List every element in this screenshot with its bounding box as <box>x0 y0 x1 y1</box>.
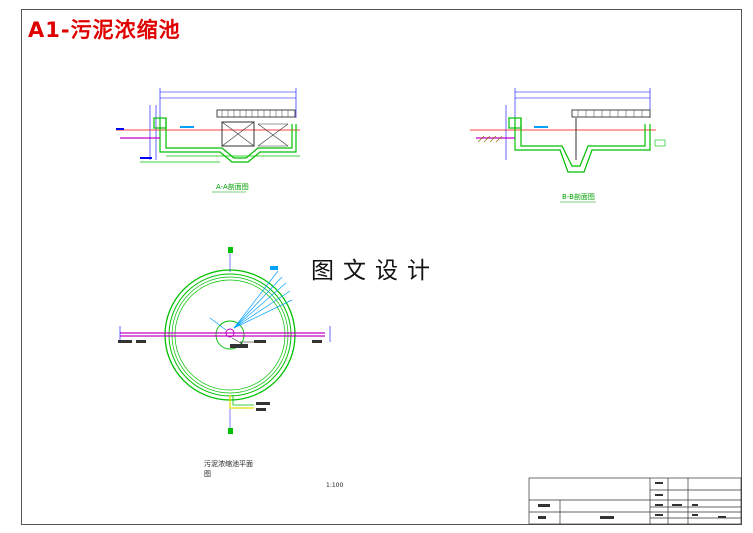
plan-view-drawing: 污泥浓缩池平面 图 1:100 <box>118 247 343 489</box>
section-b-label: B-B剖面图 <box>562 192 595 201</box>
plan-label-line1: 污泥浓缩池平面 <box>204 459 253 468</box>
title-block <box>528 477 742 525</box>
section-a-label: A-A剖面图 <box>216 182 249 191</box>
plan-label-line2: 图 <box>204 470 211 478</box>
watermark-text: 图文设计 <box>311 258 439 284</box>
scale-label: 1:100 <box>326 482 343 489</box>
drawing-frame <box>21 9 742 525</box>
section-a-drawing: A-A剖面图 <box>116 88 300 193</box>
section-b-drawing: B-B剖面图 <box>470 88 666 203</box>
drawing-title: A1-污泥浓缩池 <box>28 18 181 42</box>
